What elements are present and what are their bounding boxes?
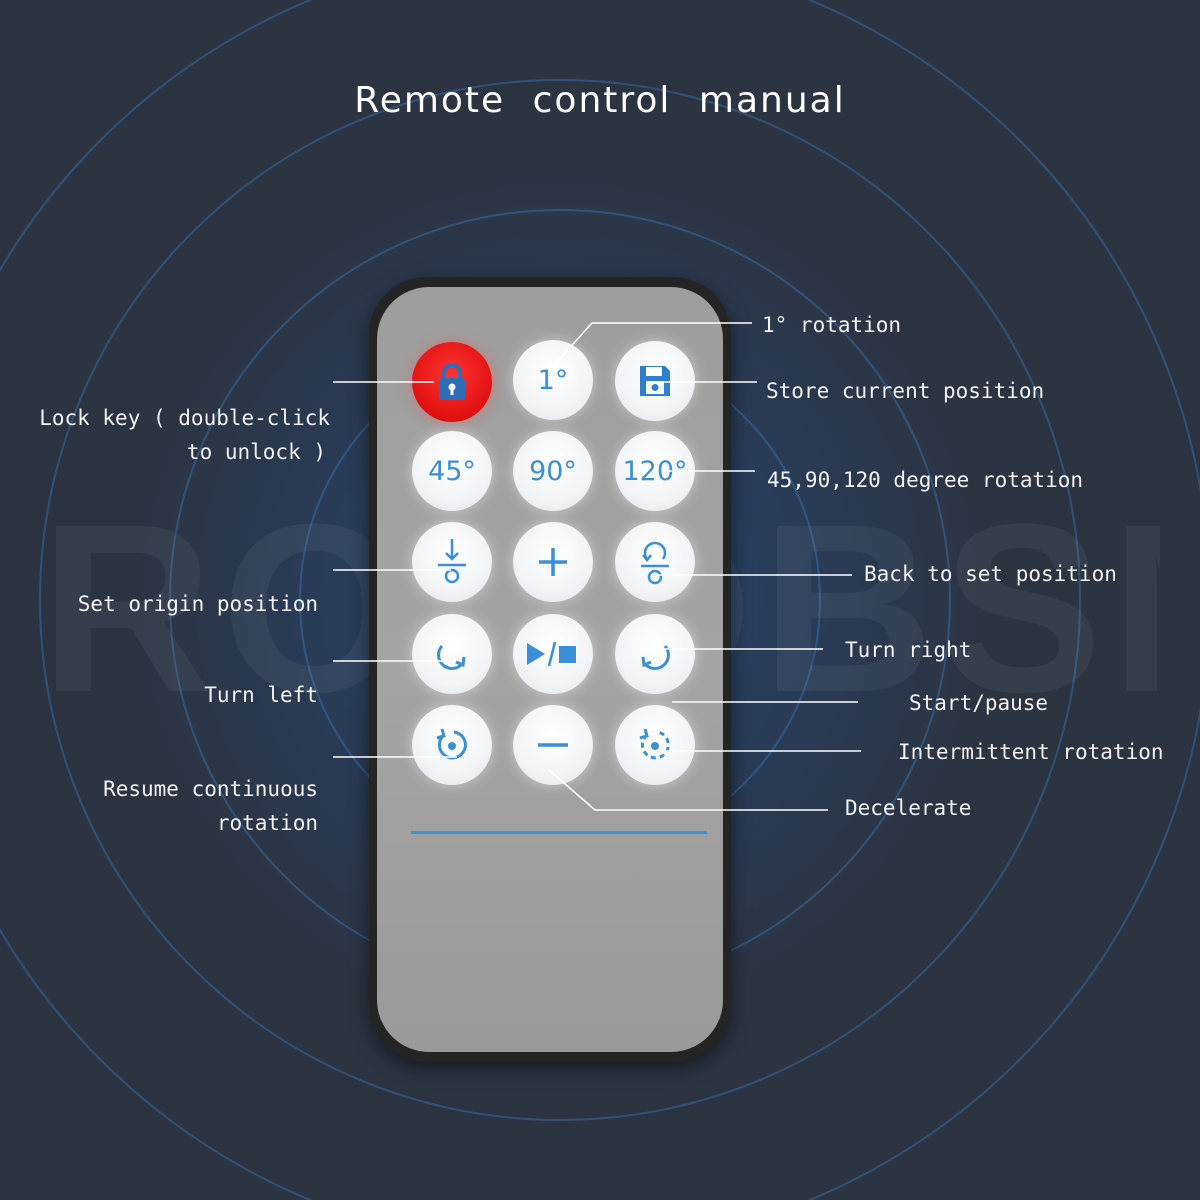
- label-store-current-position: Store current position: [766, 379, 1045, 403]
- back-to-position-button[interactable]: [615, 522, 695, 602]
- label-degree-rotation: 45,90,120 degree rotation: [767, 468, 1084, 492]
- label-decelerate: Decelerate: [845, 796, 972, 820]
- remote-divider: [411, 831, 707, 834]
- deg-45-text: 45°: [428, 455, 476, 487]
- label-turn-left: Turn left: [204, 683, 318, 707]
- deg-90-text: 90°: [529, 455, 577, 487]
- deg-90-button[interactable]: 90°: [513, 431, 593, 511]
- plus-icon: [536, 545, 570, 579]
- set-origin-button[interactable]: [412, 522, 492, 602]
- label-intermittent-rotation: Intermittent rotation: [898, 740, 1164, 764]
- return-to-origin-icon: [635, 537, 675, 587]
- label-1-degree-rotation: 1° rotation: [762, 313, 902, 337]
- label-back-to-set-position: Back to set position: [864, 562, 1117, 586]
- start-pause-button[interactable]: [513, 614, 593, 694]
- intermittent-rotation-button[interactable]: [615, 705, 695, 785]
- floppy-disk-icon: [637, 363, 673, 399]
- arrow-down-to-origin-icon: [432, 537, 472, 587]
- turn-left-button[interactable]: [412, 614, 492, 694]
- label-lock-key-line1: Lock key ( double-click: [39, 406, 330, 430]
- label-start-pause: Start/pause: [909, 691, 1049, 715]
- lock-button[interactable]: [412, 342, 492, 422]
- one-degree-text: 1°: [537, 364, 569, 396]
- label-resume-line2: rotation: [216, 811, 318, 835]
- play-stop-icon: [525, 639, 581, 669]
- minus-icon: [536, 740, 570, 750]
- store-position-button[interactable]: [615, 341, 695, 421]
- accelerate-button[interactable]: [513, 522, 593, 602]
- rotate-icon: [432, 634, 472, 674]
- deg-45-button[interactable]: 45°: [412, 431, 492, 511]
- label-lock-key-line2: to unlock ): [186, 440, 326, 464]
- turn-right-button[interactable]: [615, 614, 695, 694]
- page-title: Remote control manual: [354, 80, 846, 121]
- rotate-reverse-icon: [635, 634, 675, 674]
- label-set-origin-position: Set origin position: [77, 592, 318, 616]
- deg-120-button[interactable]: 120°: [615, 431, 695, 511]
- decelerate-button[interactable]: [513, 705, 593, 785]
- label-turn-right: Turn right: [845, 638, 972, 662]
- intermittent-rotation-icon: [635, 725, 675, 765]
- one-degree-button[interactable]: 1°: [513, 340, 593, 420]
- lock-icon: [435, 362, 469, 402]
- label-resume-line1: Resume continuous: [103, 777, 318, 801]
- resume-continuous-button[interactable]: [412, 705, 492, 785]
